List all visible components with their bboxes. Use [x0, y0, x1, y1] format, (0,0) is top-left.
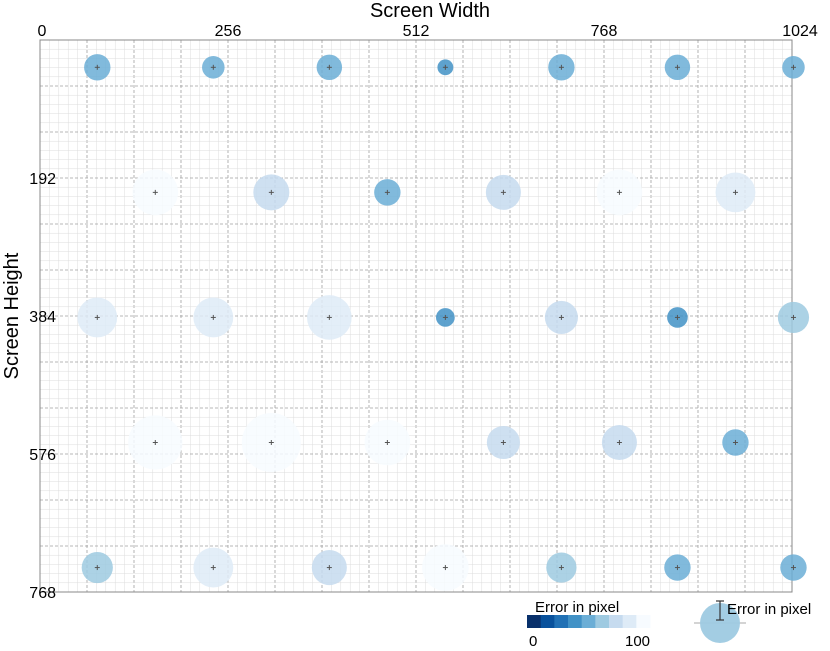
- color-legend-max: 100: [625, 633, 650, 650]
- y-tick-label-0: 192: [29, 171, 56, 188]
- color-legend-swatch-5: [595, 615, 610, 628]
- color-legend-swatches: [527, 615, 651, 628]
- color-legend-swatch-1: [540, 615, 555, 628]
- color-legend-swatch-4: [581, 615, 596, 628]
- color-legend-swatch-2: [554, 615, 569, 628]
- x-tick-label-2: 512: [403, 23, 430, 40]
- color-legend: Error in pixel 0 100: [527, 599, 651, 650]
- color-legend-swatch-0: [527, 615, 542, 628]
- size-legend-title: Error in pixel: [727, 601, 811, 618]
- y-tick-label-1: 384: [29, 309, 56, 326]
- y-tick-label-3: 768: [29, 585, 56, 602]
- x-tick-label-3: 768: [591, 23, 618, 40]
- size-legend: Error in pixel: [694, 600, 811, 643]
- color-legend-swatch-3: [568, 615, 583, 628]
- axis-ticks: 0 256 512 768 1024 192 384 576 768: [29, 23, 818, 602]
- color-legend-swatch-6: [609, 615, 624, 628]
- x-tick-label-4: 1024: [782, 23, 818, 40]
- size-legend-circle: [700, 603, 740, 643]
- x-tick-label-0: 0: [38, 23, 47, 40]
- y-tick-label-2: 576: [29, 447, 56, 464]
- x-axis-title: Screen Width: [370, 0, 490, 22]
- y-axis-title: Screen Height: [1, 252, 23, 379]
- color-legend-swatch-8: [636, 615, 651, 628]
- x-tick-label-1: 256: [215, 23, 242, 40]
- scatter-points: [77, 54, 810, 591]
- color-legend-title: Error in pixel: [535, 599, 619, 616]
- color-legend-swatch-7: [622, 615, 637, 628]
- color-legend-min: 0: [529, 633, 537, 650]
